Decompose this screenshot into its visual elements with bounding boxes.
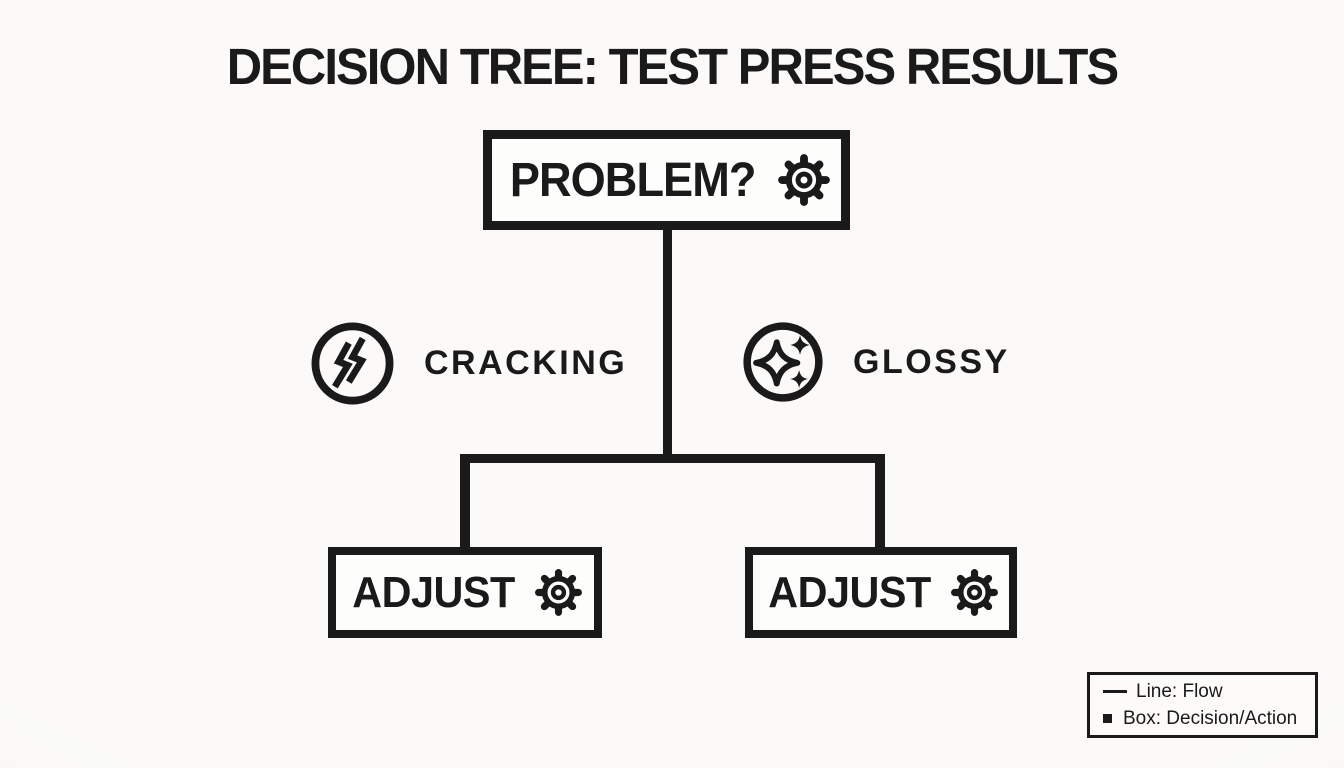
- node-adjust-left-label: ADJUST: [352, 567, 515, 617]
- diagram-title: DECISION TREE: TEST PRESS RESULTS: [226, 38, 1120, 95]
- legend: Line: Flow Box: Decision/Action: [1087, 672, 1318, 738]
- legend-item-line: Line: Flow: [1103, 680, 1315, 704]
- gear-icon: [534, 568, 583, 617]
- branch-cracking-label: CRACKING: [424, 344, 628, 382]
- node-adjust-right: ADJUST: [745, 547, 1017, 638]
- sparkle-circle-icon: [740, 319, 826, 405]
- box-symbol-icon: [1103, 714, 1112, 723]
- legend-box-label: Box: Decision/Action: [1123, 707, 1298, 729]
- gear-icon: [777, 153, 831, 207]
- branch-glossy-label: GLOSSY: [853, 342, 1010, 381]
- gear-icon: [950, 568, 999, 617]
- legend-item-box: Box: Decision/Action: [1103, 707, 1315, 731]
- node-problem-label: PROBLEM?: [509, 153, 757, 207]
- legend-line-label: Line: Flow: [1136, 680, 1223, 702]
- node-problem: PROBLEM?: [483, 130, 850, 230]
- flow-line-icon: [1103, 690, 1127, 693]
- branch-glossy: GLOSSY: [740, 319, 1010, 405]
- connector-right-drop: [875, 454, 885, 548]
- crack-circle-icon: [308, 319, 397, 408]
- connector-root-stem: [663, 229, 672, 455]
- connector-branch-bar: [460, 454, 885, 463]
- connector-left-drop: [460, 454, 470, 548]
- node-adjust-left: ADJUST: [328, 547, 602, 638]
- node-adjust-right-label: ADJUST: [768, 567, 931, 617]
- branch-cracking: CRACKING: [308, 319, 627, 408]
